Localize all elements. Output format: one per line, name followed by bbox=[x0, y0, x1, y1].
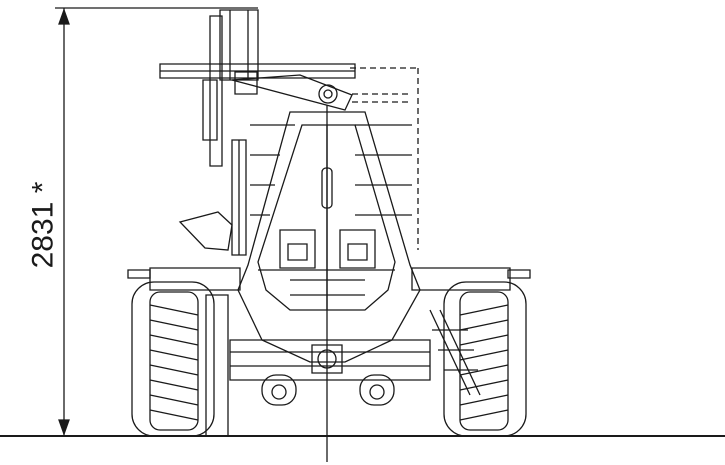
a-frame bbox=[238, 112, 420, 362]
mast-assembly bbox=[160, 10, 355, 255]
height-note-marker: * bbox=[26, 181, 60, 202]
caster-wheels bbox=[262, 375, 394, 405]
height-value: 2831 bbox=[26, 201, 60, 269]
axle-frame bbox=[128, 268, 530, 395]
right-tire bbox=[444, 282, 526, 436]
rack-rungs bbox=[250, 125, 412, 215]
hidden-outline bbox=[350, 68, 418, 250]
left-tire bbox=[132, 282, 228, 436]
operator-seat bbox=[180, 212, 232, 250]
fork-brackets bbox=[280, 230, 375, 295]
height-dimension bbox=[55, 8, 258, 436]
height-dimension-label: 2831 * bbox=[18, 170, 68, 280]
